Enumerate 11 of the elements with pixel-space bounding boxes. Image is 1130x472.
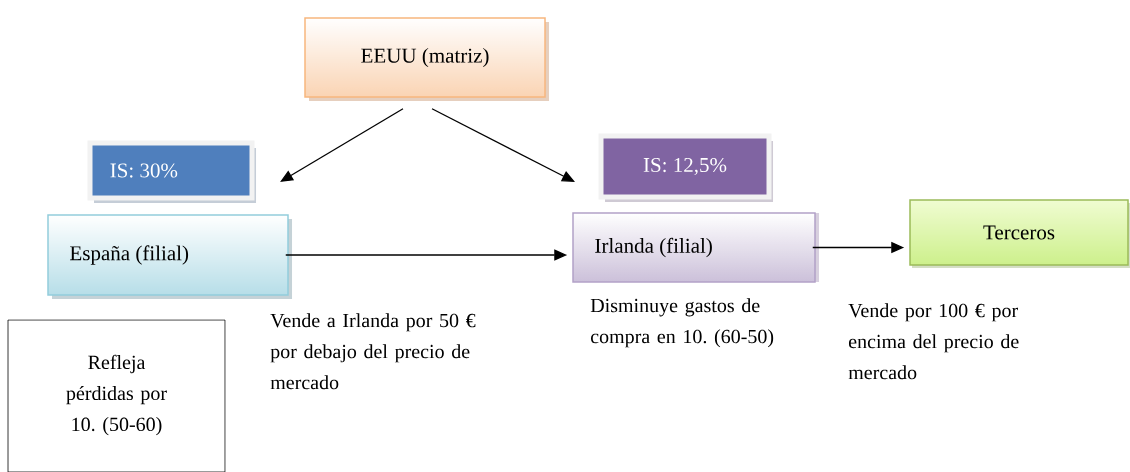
process-box: EEUU (matriz) xyxy=(304,17,549,101)
note-box: Refleja pérdidas por 10. (50-60) xyxy=(7,319,226,472)
process-box: España (filial) xyxy=(47,214,292,299)
tax-rate-box: IS: 30% xyxy=(87,140,256,203)
arrow xyxy=(280,108,404,182)
arrow xyxy=(431,108,575,182)
process-box: Terceros xyxy=(909,199,1130,268)
process-box: Irlanda (filial) xyxy=(572,212,819,283)
tax-rate-box: IS: 12,5% xyxy=(598,133,773,202)
note-text: Vende por 100 € por encima del precio de mercado xyxy=(848,303,1019,380)
note-text: Vende a Irlanda por 50 € por debajo del precio de mercado xyxy=(270,313,476,390)
